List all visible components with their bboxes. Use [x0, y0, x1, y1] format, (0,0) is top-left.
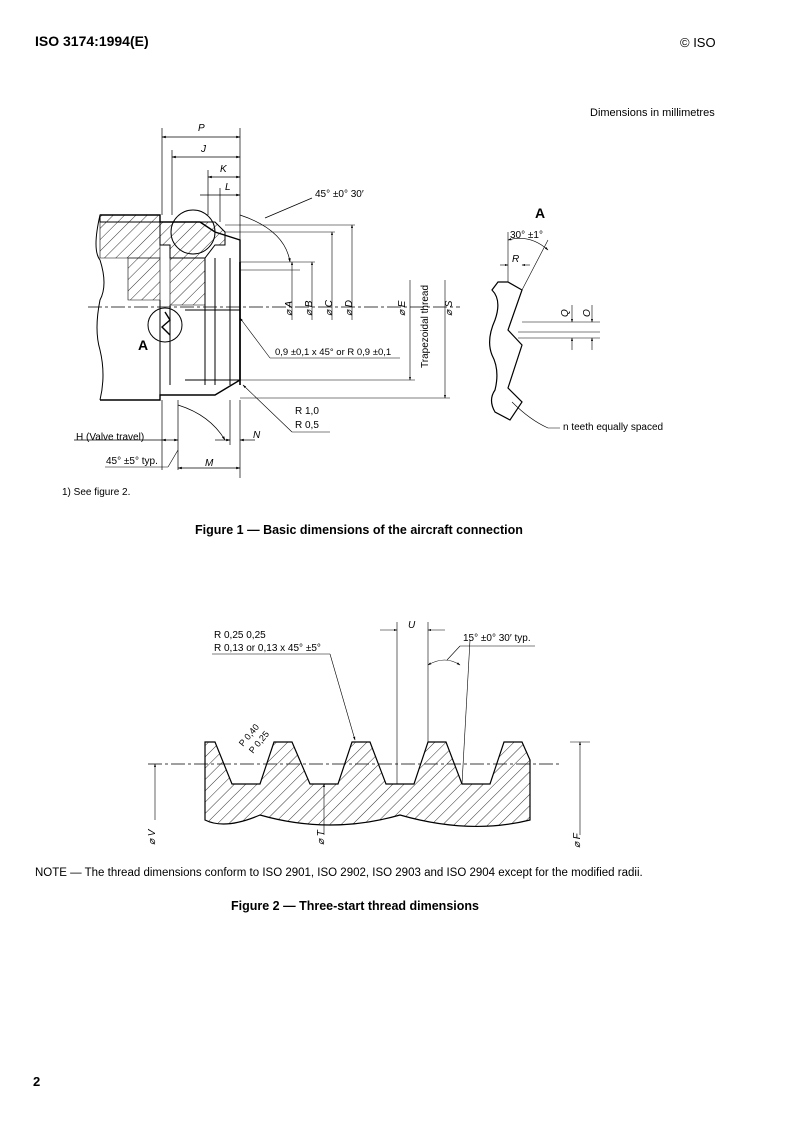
label-dia-F: ⌀ F [572, 832, 583, 848]
figure1-drawing [74, 128, 600, 478]
copyright: © ISO [680, 35, 716, 50]
label-O: O [582, 309, 593, 317]
label-r10: R 1,0 [295, 406, 319, 417]
label-L: L [225, 182, 231, 193]
label-K: K [220, 164, 228, 175]
label-detail-A-left: A [138, 337, 148, 353]
units-note: Dimensions in millimetres [590, 107, 715, 119]
figure1-caption: Figure 1 — Basic dimensions of the aircr… [195, 523, 523, 537]
label-detail-A: A [535, 205, 545, 221]
label-dia-V: ⌀ V [147, 828, 158, 845]
label-dia-S: ⌀ S [444, 300, 455, 316]
figure2-caption: Figure 2 — Three-start thread dimensions [231, 899, 479, 913]
label-J: J [200, 144, 207, 155]
figure2-drawing [148, 622, 590, 835]
thread-note: NOTE — The thread dimensions conform to … [35, 867, 643, 879]
label-angle-top: 45° ±0° 30′ [315, 189, 364, 200]
label-r013: R 0,13 or 0,13 x 45° ±5° [214, 643, 321, 654]
label-N: N [253, 430, 261, 441]
label-r05: R 0,5 [295, 420, 319, 431]
label-chamfer: 0,9 ±0,1 x 45° or R 0,9 ±0,1 [275, 347, 391, 358]
label-U: U [408, 620, 416, 631]
label-dia-T: ⌀ T [316, 829, 327, 845]
label-P: P [198, 123, 205, 134]
label-r025: R 0,25 0,25 [214, 630, 266, 641]
label-angle-15: 15° ±0° 30′ typ. [463, 633, 531, 644]
label-trapezoidal: Trapezoidal thread [420, 285, 431, 368]
label-R: R [512, 254, 519, 265]
label-valve-travel: H (Valve travel) [76, 432, 144, 443]
label-dia-E: ⌀ E [397, 300, 408, 316]
label-dia-B: ⌀ B [304, 300, 315, 316]
label-dia-A: ⌀ A [284, 301, 295, 316]
figure1-footnote: 1) See figure 2. [62, 487, 131, 498]
label-Q: Q [560, 309, 571, 317]
standard-number: ISO 3174:1994(E) [35, 33, 149, 49]
page-number: 2 [33, 1074, 41, 1089]
label-M: M [205, 458, 214, 469]
label-detail-angle: 30° ±1° [510, 230, 543, 241]
label-dia-D: ⌀ D [344, 300, 355, 316]
label-teeth: n teeth equally spaced [563, 422, 663, 433]
label-angle-typ: 45° ±5° typ. [106, 456, 158, 467]
label-dia-C: ⌀ C [324, 299, 335, 316]
